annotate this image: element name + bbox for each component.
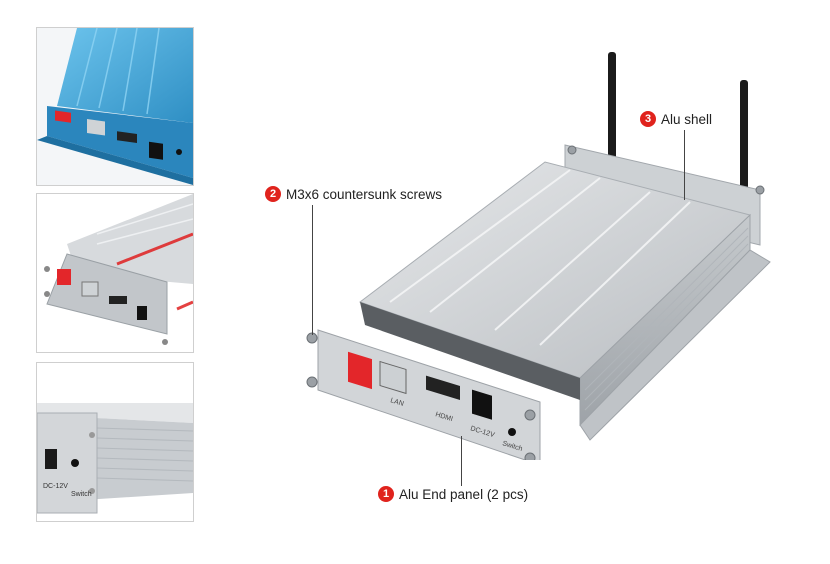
screw-icon — [524, 452, 536, 460]
screw-icon — [306, 376, 318, 388]
thumbnail-blue-enclosure[interactable] — [36, 27, 194, 186]
thumbnail-assembly[interactable] — [36, 193, 194, 353]
main-product-illustration: LAN HDMI DC-12V Switch — [306, 52, 771, 460]
callout-label-1: Alu End panel (2 pcs) — [399, 486, 529, 502]
dc-port — [472, 389, 492, 420]
thumbnail-closeup[interactable]: DC-12V Switch — [36, 362, 194, 522]
screw-icon — [524, 409, 536, 421]
lan-label: LAN — [389, 397, 404, 408]
badge-2: 2 — [265, 186, 281, 202]
hdmi-port — [426, 375, 460, 400]
leader-line-1 — [461, 436, 462, 486]
callout-label-3: Alu shell — [661, 111, 713, 127]
alu-end-panel — [317, 329, 541, 460]
badge-1: 1 — [378, 486, 394, 502]
screw-icon — [755, 185, 765, 195]
switch-knob — [508, 428, 516, 436]
dip-switch — [348, 351, 372, 390]
leader-line-2 — [312, 205, 313, 335]
callout-end-panel: 1 Alu End panel (2 pcs) — [378, 486, 528, 502]
badge-3: 3 — [640, 111, 656, 127]
lan-port — [379, 360, 407, 395]
screw-icon — [567, 145, 577, 155]
callout-shell: 3 Alu shell — [640, 111, 712, 127]
hdmi-label: HDMI — [434, 411, 453, 423]
callout-label-2: M3x6 countersunk screws — [286, 186, 443, 202]
antenna-right — [740, 80, 748, 190]
thumb-switch-label: Switch — [71, 491, 92, 498]
thumb-dc-label: DC-12V — [43, 483, 68, 490]
antenna-left — [608, 52, 616, 160]
leader-line-3 — [684, 130, 685, 200]
callout-screws: 2 M3x6 countersunk screws — [265, 186, 442, 202]
